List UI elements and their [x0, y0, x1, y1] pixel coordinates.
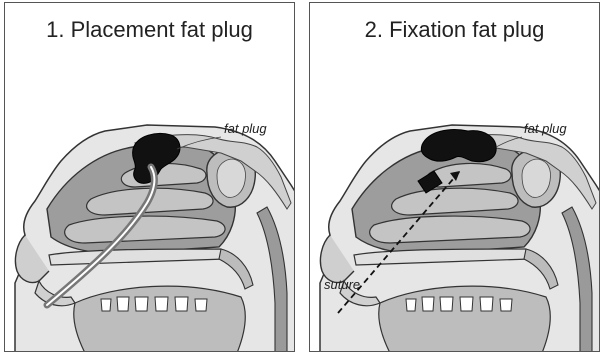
panel-placement: 1. Placement fat plug	[4, 2, 295, 352]
nasal-anatomy-illustration: fat plug suture	[310, 3, 600, 352]
sphenoid-inner	[522, 159, 551, 197]
nasal-anatomy-illustration: fat plug	[5, 3, 295, 352]
fat-plug-label: fat plug	[224, 121, 267, 136]
tongue	[379, 286, 551, 352]
tongue	[74, 286, 246, 352]
fat-plug	[421, 130, 496, 162]
panel-fixation: 2. Fixation fat plug fat p	[309, 2, 600, 352]
fat-plug-label: fat plug	[524, 121, 567, 136]
suture-label: suture	[324, 277, 360, 292]
sphenoid-inner	[217, 159, 246, 197]
